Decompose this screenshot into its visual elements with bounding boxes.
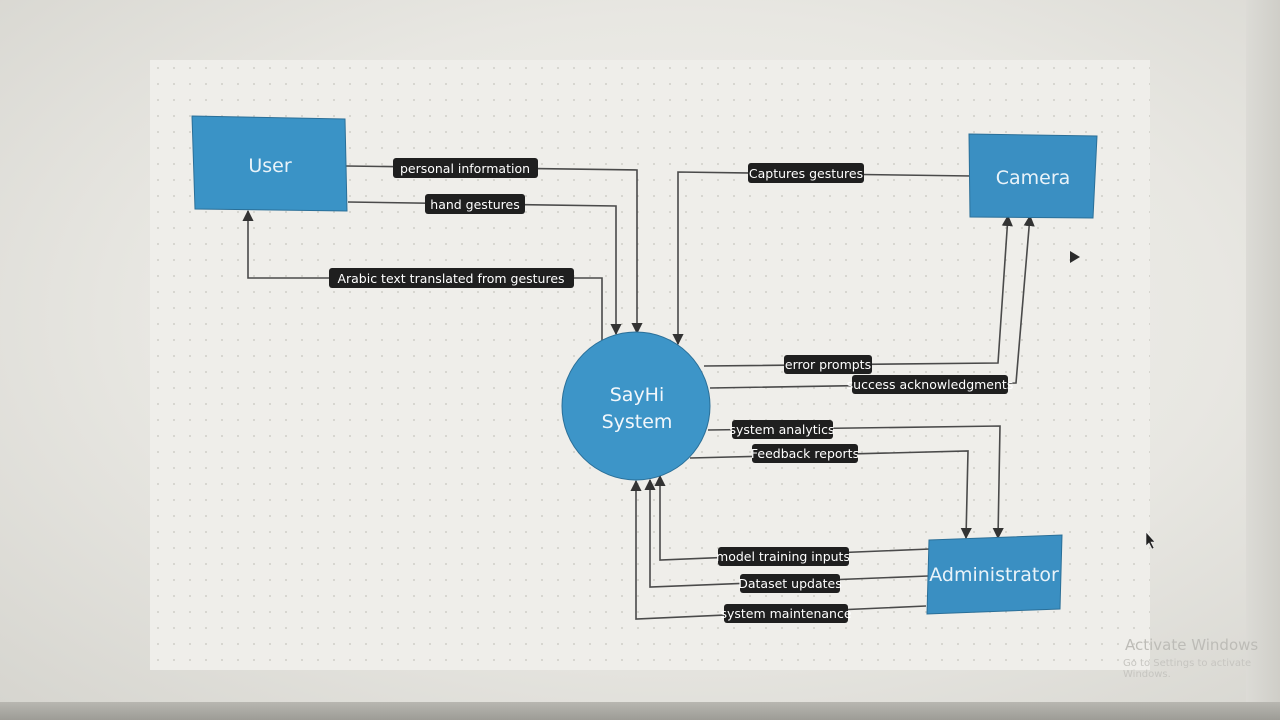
- entity-camera[interactable]: Camera: [968, 133, 1098, 219]
- monitor-bezel-bottom: [0, 702, 1280, 720]
- flow-label-system-analytics: system analytics: [729, 420, 835, 439]
- edge-dataset-updates: [644, 478, 929, 588]
- flow-label-feedback-reports: Feedback reports: [751, 444, 859, 463]
- flow-label-arabic-text: Arabic text translated from gestures: [329, 268, 574, 288]
- edge-system-analytics: [707, 425, 1004, 540]
- svg-text:hand gestures: hand gestures: [430, 197, 519, 212]
- activate-windows-title: Activate Windows: [1125, 636, 1259, 654]
- svg-text:Dataset updates: Dataset updates: [738, 576, 841, 591]
- process-label-line1: SayHi: [610, 384, 665, 406]
- edge-captures-gestures: [672, 171, 973, 346]
- entity-administrator[interactable]: Administrator: [926, 534, 1063, 615]
- process-sayhi-system[interactable]: SayHi System: [561, 331, 711, 481]
- edge-error-prompts: [703, 214, 1013, 367]
- activate-windows-subtitle: Go to Settings to activate Windows.: [1123, 658, 1252, 680]
- flow-label-model-training-inputs: model training inputs: [716, 547, 850, 566]
- svg-text:system maintenance: system maintenance: [720, 606, 851, 621]
- svg-text:Feedback reports: Feedback reports: [751, 446, 859, 461]
- flow-label-hand-gestures: hand gestures: [425, 194, 525, 214]
- svg-text:system analytics: system analytics: [729, 422, 834, 437]
- entity-user[interactable]: User: [191, 115, 348, 212]
- flow-label-captures-gestures: Captures gestures: [748, 163, 864, 183]
- svg-text:personal information: personal information: [400, 161, 530, 176]
- flow-label-dataset-updates: Dataset updates: [738, 574, 842, 593]
- pointer-arrow-icon: [1070, 251, 1080, 263]
- edge-personal-information: [345, 165, 643, 335]
- flow-label-error-prompts: error prompts: [784, 355, 872, 374]
- svg-text:model training inputs: model training inputs: [716, 549, 850, 564]
- entity-administrator-label: Administrator: [929, 564, 1059, 586]
- svg-text:success acknowledgments: success acknowledgments: [847, 377, 1014, 392]
- edge-feedback-reports: [689, 450, 972, 540]
- flow-label-success-acknowledgments: success acknowledgments: [847, 375, 1014, 394]
- entity-user-label: User: [248, 155, 291, 177]
- entity-camera-label: Camera: [996, 167, 1071, 189]
- flow-label-system-maintenance: system maintenance: [720, 604, 852, 623]
- edge-success-acknowledgments: [709, 214, 1035, 389]
- process-label-line2: System: [602, 411, 673, 433]
- svg-text:Captures gestures: Captures gestures: [749, 166, 863, 181]
- svg-text:error prompts: error prompts: [785, 357, 871, 372]
- mouse-cursor-icon: [1145, 531, 1156, 550]
- flow-label-personal-information: personal information: [393, 158, 538, 178]
- monitor-bezel-right: [1246, 0, 1280, 720]
- svg-text:Arabic text translated from ge: Arabic text translated from gestures: [337, 271, 564, 286]
